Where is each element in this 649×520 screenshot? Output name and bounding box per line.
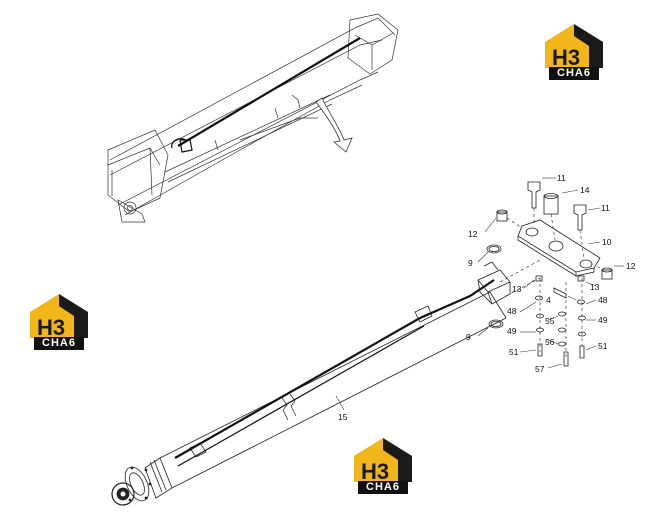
callout-14: 14 xyxy=(580,185,590,195)
svg-text:H3: H3 xyxy=(552,45,580,70)
watermark-logo: H3 CHA6 xyxy=(352,436,414,496)
callout-11-a: 11 xyxy=(557,173,566,183)
watermark-logo: H3 CHA6 xyxy=(543,22,605,82)
watermark-logo-text: CHA6 xyxy=(358,481,408,494)
exploded-parts xyxy=(486,181,613,367)
callout-51-b: 51 xyxy=(598,341,608,351)
callout-15: 15 xyxy=(338,412,348,422)
watermark-logo: H3 CHA6 xyxy=(28,292,90,352)
callout-49-b: 49 xyxy=(598,315,608,325)
callout-9-a: 9 xyxy=(468,258,473,268)
callout-leaders xyxy=(335,177,624,411)
callout-55: 55 xyxy=(545,316,555,326)
watermark-logo-text: CHA6 xyxy=(549,67,599,80)
boom-assembly-drawing xyxy=(107,13,399,223)
callout-57: 57 xyxy=(535,364,545,374)
callout-4: 4 xyxy=(546,295,551,305)
house-logo-icon: H3 xyxy=(30,294,88,340)
callout-13-a: 13 xyxy=(512,284,522,294)
callout-49-a: 49 xyxy=(507,326,517,336)
callout-11-b: 11 xyxy=(601,203,610,213)
house-logo-icon: H3 xyxy=(354,438,412,484)
callout-12-a: 12 xyxy=(468,229,478,239)
callout-13-b: 13 xyxy=(590,282,600,292)
callout-48-a: 48 xyxy=(507,306,517,316)
house-logo-icon: H3 xyxy=(545,24,603,70)
watermark-logo-text: CHA6 xyxy=(34,337,84,350)
svg-text:H3: H3 xyxy=(37,315,65,340)
callout-48-b: 48 xyxy=(598,295,608,305)
callout-12-b: 12 xyxy=(626,261,636,271)
boom-cylinder-drawing xyxy=(111,261,511,506)
callout-56: 56 xyxy=(545,337,555,347)
callout-10: 10 xyxy=(602,237,612,247)
callout-51-a: 51 xyxy=(509,347,519,357)
svg-text:H3: H3 xyxy=(361,459,389,484)
callout-labels: 11 14 11 10 12 12 9 13 13 4 48 48 55 49 … xyxy=(338,173,636,422)
callout-9-b: 9 xyxy=(466,332,471,342)
